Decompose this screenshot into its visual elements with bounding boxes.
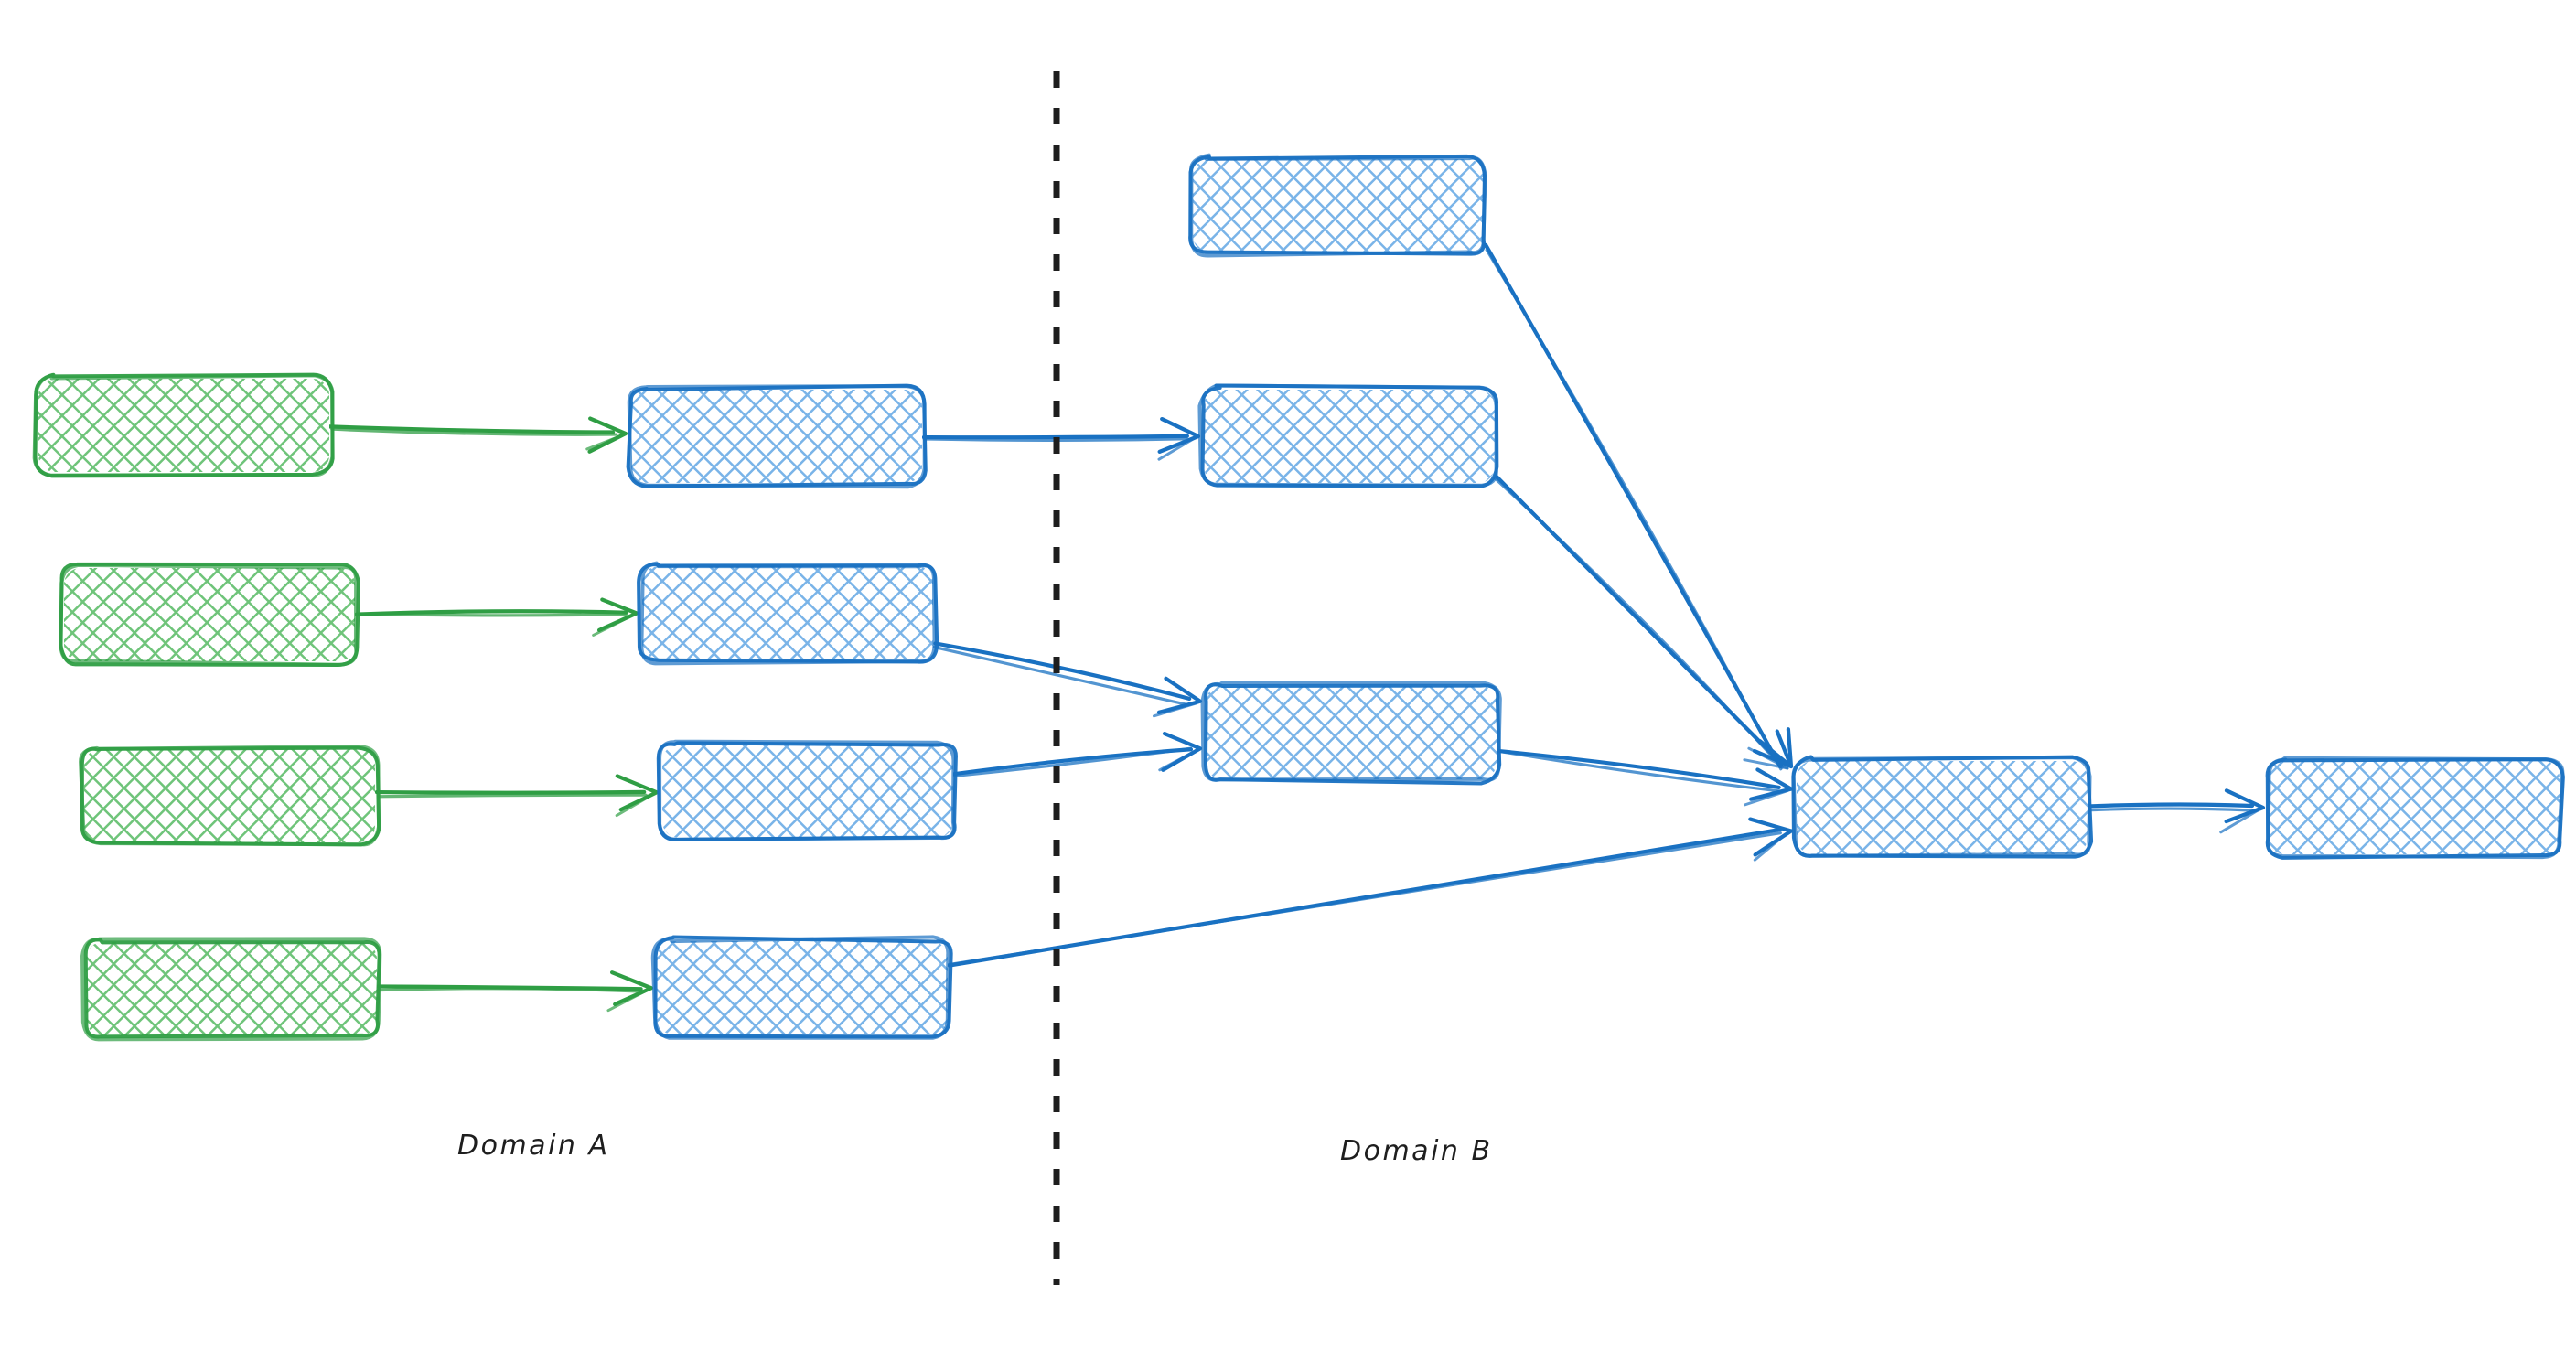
- edge-arrowhead: [1744, 789, 1789, 807]
- edge-b-low-to-b-hub[interactable]: [1495, 748, 1794, 807]
- edge-arrowhead: [592, 614, 635, 637]
- node-fill: [38, 379, 329, 472]
- node-fill: [642, 566, 933, 659]
- edge-shaft: [1495, 748, 1781, 790]
- node-fill: [86, 942, 377, 1035]
- edge-a-mid-4-to-b-hub[interactable]: [947, 817, 1794, 968]
- node-a-mid-1[interactable]: [626, 383, 928, 489]
- edge-arrowhead: [1157, 436, 1197, 461]
- edge-arrowhead: [2219, 808, 2261, 834]
- edge-b-top-to-b-hub[interactable]: [1484, 242, 1794, 771]
- edge-shaft: [932, 645, 1189, 707]
- edge-arrowhead: [585, 434, 624, 451]
- edge-shaft: [2086, 802, 2255, 809]
- edge-shaft: [933, 641, 1192, 702]
- node-outline: [627, 384, 927, 489]
- node-a-mid-3[interactable]: [656, 739, 958, 841]
- edge-shaft: [953, 746, 1193, 778]
- edge-arrowhead: [1753, 831, 1789, 862]
- node-a-src-3[interactable]: [79, 745, 381, 847]
- edge-a-src-2-to-a-mid-2[interactable]: [353, 597, 639, 637]
- edge-shaft: [330, 427, 618, 436]
- edge-shaft: [921, 434, 1189, 440]
- node-outline: [2266, 756, 2565, 860]
- node-fill: [631, 390, 922, 483]
- node-layer: [32, 153, 2565, 1042]
- edge-arrowhead: [1743, 758, 1789, 770]
- node-fill: [84, 749, 375, 842]
- edge-shaft: [1485, 248, 1783, 771]
- node-a-src-2[interactable]: [59, 562, 360, 667]
- edge-shaft: [1493, 477, 1784, 769]
- node-b-low[interactable]: [1200, 681, 1502, 786]
- node-outline: [79, 745, 381, 847]
- edge-a-src-3-to-a-mid-3[interactable]: [374, 774, 660, 818]
- node-b-top[interactable]: [1188, 153, 1487, 258]
- node-outline: [32, 372, 335, 478]
- edge-shaft: [327, 424, 616, 434]
- node-b-hub[interactable]: [1791, 755, 2094, 859]
- node-fill: [1206, 686, 1497, 779]
- edge-arrowhead: [615, 792, 655, 818]
- domain-b-label: Domain B: [1340, 1135, 1493, 1167]
- node-fill: [1193, 159, 1484, 252]
- edge-b-hub-to-b-out[interactable]: [2086, 788, 2266, 834]
- node-outline: [59, 563, 359, 667]
- edge-shaft: [375, 987, 644, 993]
- edge-arrowhead: [1158, 748, 1198, 772]
- node-fill: [1204, 390, 1495, 483]
- edge-arrowhead: [1752, 729, 1794, 769]
- node-outline: [1791, 756, 2092, 858]
- node-a-mid-4[interactable]: [650, 935, 953, 1040]
- edge-arrowhead: [606, 988, 649, 1013]
- edge-shaft: [377, 793, 648, 799]
- edge-shaft: [355, 609, 628, 616]
- edge-a-mid-3-to-b-low[interactable]: [952, 731, 1203, 778]
- node-a-src-4[interactable]: [80, 937, 382, 1042]
- node-outline: [1200, 681, 1502, 782]
- edge-arrowhead: [1152, 702, 1198, 718]
- edge-layer: [327, 242, 2266, 1013]
- node-b-mid[interactable]: [1197, 383, 1499, 488]
- node-outline: [1197, 383, 1498, 488]
- edge-shaft: [374, 789, 647, 795]
- edge-a-mid-1-to-b-mid[interactable]: [921, 416, 1201, 461]
- node-fill: [1797, 761, 2088, 854]
- node-a-mid-2[interactable]: [637, 561, 939, 666]
- node-fill: [64, 568, 355, 661]
- node-a-src-1[interactable]: [32, 372, 335, 478]
- node-fill: [2269, 761, 2560, 854]
- edge-b-mid-to-b-hub[interactable]: [1493, 475, 1794, 770]
- edge-a-src-4-to-a-mid-4[interactable]: [375, 970, 654, 1013]
- edge-shaft: [1497, 749, 1783, 793]
- node-fill: [657, 941, 948, 1034]
- node-outline: [650, 935, 950, 1040]
- node-b-out[interactable]: [2265, 756, 2565, 860]
- edge-shaft: [353, 612, 628, 617]
- node-outline: [658, 739, 956, 841]
- edge-shaft: [947, 831, 1782, 967]
- node-outline: [639, 561, 937, 666]
- node-outline: [1189, 153, 1487, 258]
- edge-a-src-1-to-a-mid-1[interactable]: [327, 416, 628, 454]
- domain-a-label: Domain A: [457, 1130, 610, 1162]
- edge-a-mid-2-to-b-low[interactable]: [932, 641, 1203, 718]
- node-fill: [662, 745, 953, 838]
- node-outline: [80, 937, 382, 1042]
- edge-shaft: [2088, 807, 2256, 812]
